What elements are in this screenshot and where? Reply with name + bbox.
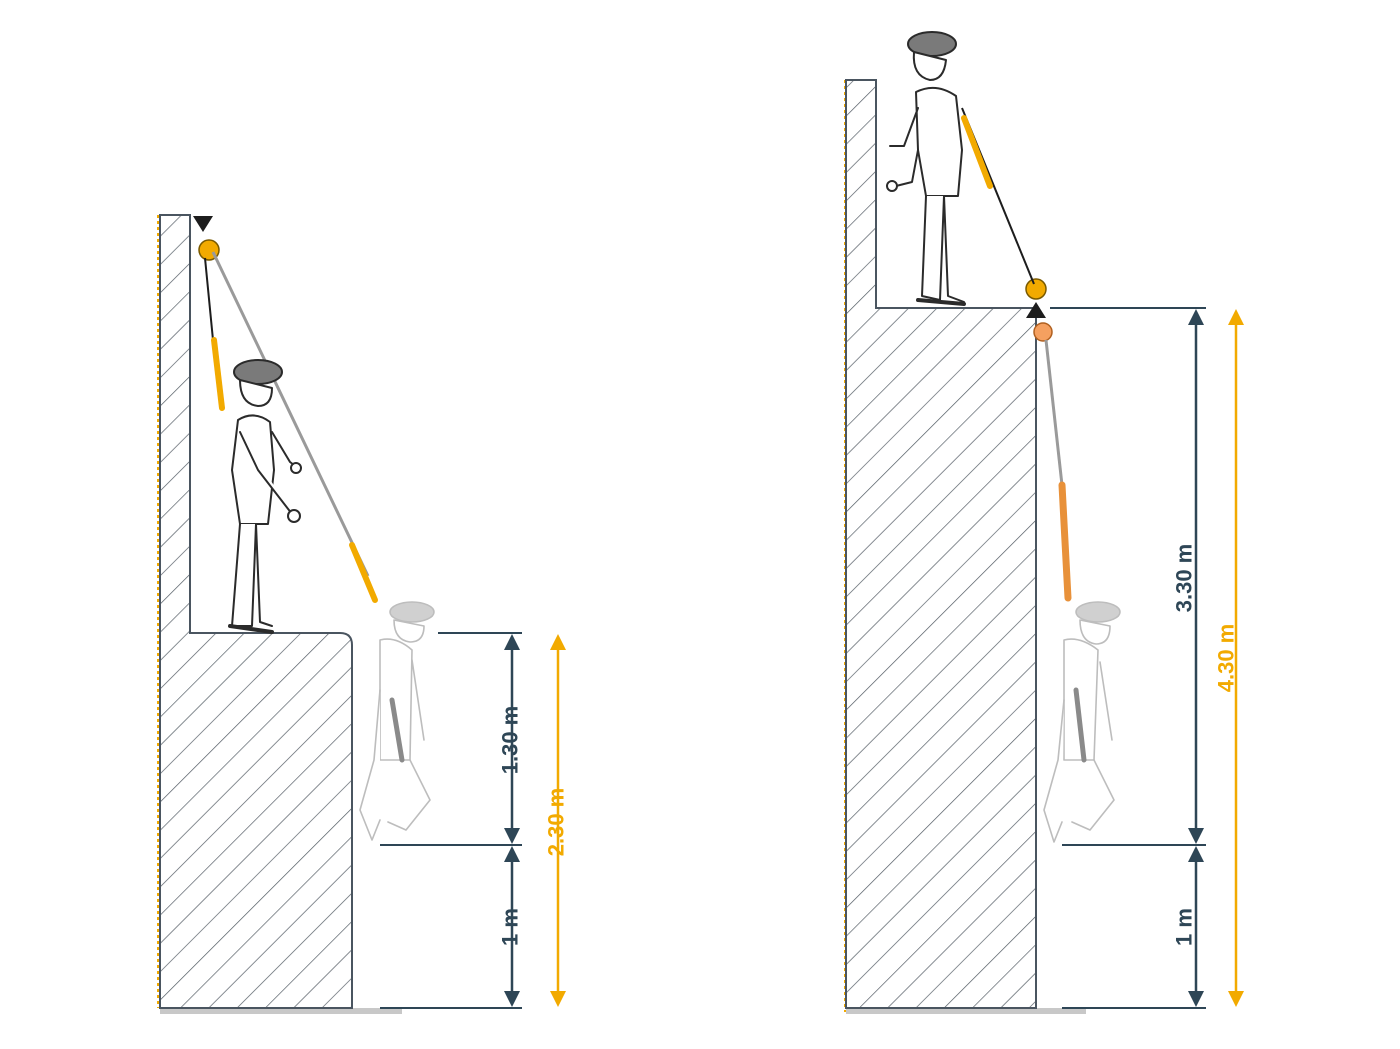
dim-clearance-right bbox=[1188, 846, 1204, 1007]
right-scenario: 3.30 m 1 m 4.30 m bbox=[844, 31, 1244, 1014]
dim-fall-distance-left bbox=[504, 634, 520, 844]
ground-line-right bbox=[846, 1008, 1086, 1014]
label-total-right: 4.30 m bbox=[1214, 624, 1239, 693]
shock-absorber-right bbox=[1058, 481, 1072, 602]
label-fall-right: 3.30 m bbox=[1172, 544, 1197, 613]
retractable-device-icon bbox=[1025, 278, 1047, 300]
label-clearance-left: 1 m bbox=[498, 908, 523, 946]
wall-structure-left bbox=[159, 214, 353, 1009]
dim-total-left bbox=[550, 634, 566, 1007]
anchor-point-icon bbox=[193, 216, 213, 232]
label-total-left: 2.30 m bbox=[544, 788, 569, 857]
dim-total-right bbox=[1228, 309, 1244, 1007]
label-clearance-right: 1 m bbox=[1172, 908, 1197, 946]
rope-right bbox=[1044, 339, 1064, 486]
dim-clearance-left bbox=[504, 846, 520, 1007]
edge-device-icon bbox=[1033, 322, 1053, 342]
rope-left bbox=[211, 251, 370, 577]
suspended-worker-right bbox=[1043, 601, 1121, 843]
left-scenario: 1.30 m 1 m 2.30 m bbox=[157, 214, 569, 1014]
label-fall-left: 1.30 m bbox=[498, 706, 523, 775]
edge-anchor-icon bbox=[1026, 302, 1046, 318]
standing-worker-right bbox=[886, 31, 966, 306]
standing-worker-left bbox=[228, 359, 302, 634]
ground-line-left bbox=[160, 1008, 402, 1014]
dim-fall-distance-right bbox=[1188, 309, 1204, 844]
lanyard-shock-absorber-left bbox=[349, 542, 378, 603]
suspended-worker-left bbox=[359, 601, 435, 841]
